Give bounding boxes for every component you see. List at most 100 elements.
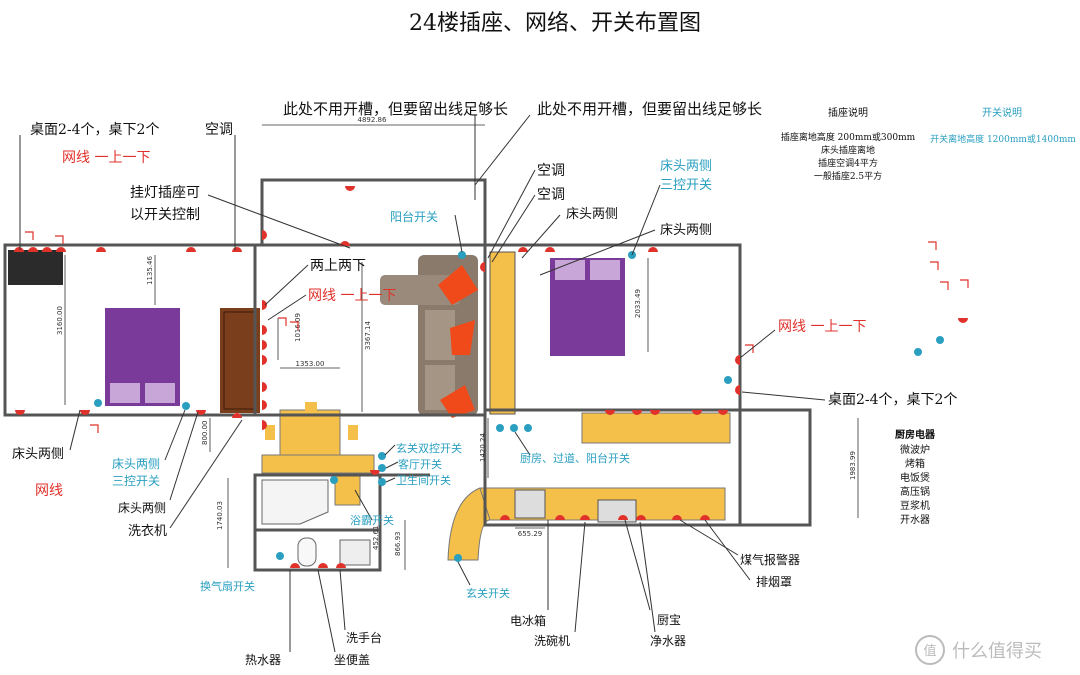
socket-marker: [672, 515, 682, 520]
switch-marker: [276, 552, 284, 560]
dining-chair: [265, 425, 275, 440]
kitchen-appliance-item: 豆浆机: [900, 499, 930, 512]
switch-marker: [378, 478, 386, 486]
kitchen-counter-top: [581, 412, 731, 444]
label-bath-heater-switch: 浴霸开关: [350, 513, 394, 527]
socket-marker: [42, 247, 52, 252]
socket-marker: [56, 247, 66, 252]
socket-marker: [15, 410, 25, 415]
sofa-pillow: [440, 385, 475, 418]
switch-marker: [94, 399, 102, 407]
switch-marker: [510, 424, 518, 432]
kitchen-appliance-item: 微波炉: [900, 443, 930, 456]
socket-marker: [580, 515, 590, 520]
label-lamp-switch-1: 挂灯插座可: [130, 185, 200, 201]
socket-marker: [735, 385, 740, 395]
switch-notes-line: 开关离地高度 1200mm或1400mm: [930, 133, 1076, 145]
network-icon: [25, 231, 34, 240]
network-icon: [960, 279, 969, 288]
labels: 此处不用开槽，但要留出线足够长 此处不用开槽，但要留出线足够长 桌面2-4个，桌…: [12, 100, 957, 667]
socket-marker: [196, 410, 206, 415]
dim-label: 1740.03: [216, 501, 224, 530]
socket-marker: [718, 410, 728, 415]
watermark-logo-icon: [915, 635, 945, 665]
network-icon: [290, 321, 299, 330]
label-aircon-1: 空调: [205, 122, 233, 138]
network-icon: [90, 424, 99, 433]
switch-marker: [496, 424, 504, 432]
label-sink: 洗手台: [346, 630, 382, 645]
bed-left-pillow: [110, 383, 140, 403]
label-two-up-down: 两上两下: [310, 258, 366, 274]
socket-marker: [14, 247, 24, 252]
label-washer: 洗衣机: [128, 523, 167, 539]
dim-label: 1420.24: [479, 433, 487, 462]
label-desk-right: 桌面2-4个，桌下2个: [828, 392, 957, 408]
socket-marker: [262, 355, 267, 365]
label-bedside-l1: 床头两侧: [12, 447, 64, 462]
network-icon: [930, 261, 939, 270]
sofa-pillow: [450, 320, 475, 355]
label-balcony-switch: 阳台开关: [390, 209, 438, 224]
socket-marker: [636, 515, 646, 520]
switch-notes-heading: 开关说明: [982, 106, 1022, 119]
label-entry-switch: 玄关开关: [466, 586, 510, 600]
leader-lines: [19, 114, 826, 653]
socket-marker: [500, 515, 510, 520]
kitchen-appliance-item: 烤箱: [905, 457, 925, 470]
label-bedside-r1: 床头两侧: [566, 207, 618, 222]
socket-marker: [262, 325, 267, 335]
dim-label: 3367.14: [364, 321, 372, 350]
socket-marker: [345, 186, 355, 191]
watermark-text: 什么值得买: [952, 641, 1042, 662]
label-bedside-triple-l-1: 床头两侧: [112, 457, 160, 471]
label-net-mid: 网线 一上一下: [308, 288, 396, 304]
dim-label: 1135.46: [146, 256, 154, 285]
dim-label: 3160.00: [56, 306, 64, 335]
socket-marker: [958, 318, 968, 323]
label-desk-left: 桌面2-4个，桌下2个: [30, 122, 159, 138]
socket-marker: [480, 262, 485, 272]
socket-marker: [186, 247, 196, 252]
socket-marker: [290, 563, 300, 568]
dim-label: 800.00: [201, 421, 209, 446]
label-lamp-switch-2: 以开关控制: [130, 207, 200, 223]
socket-notes-line: 插座空调4平方: [818, 157, 878, 169]
switch-marker: [330, 476, 338, 484]
switch-notes: 开关说明 开关离地高度 1200mm或1400mm: [930, 106, 1076, 145]
shower: [261, 479, 329, 525]
network-icon: [278, 317, 287, 326]
socket-notes-line: 插座离地高度 200mm或300mm: [781, 131, 916, 143]
dishwasher-box: [514, 489, 546, 519]
label-entry-dual-switch: 玄关双控开关: [396, 441, 462, 455]
socket-marker: [262, 420, 267, 430]
kitchen-appliance-item: 高压锅: [900, 485, 930, 498]
bath-cabinet: [334, 474, 361, 506]
wash-basin: [339, 539, 371, 566]
socket-marker: [700, 515, 710, 520]
wall-balcony: [260, 178, 487, 245]
socket-notes-line: 床头插座离地: [821, 144, 875, 156]
label-living-switch: 客厅开关: [398, 457, 442, 471]
dim-label: 4892.86: [358, 116, 387, 124]
network-icon: [928, 241, 937, 250]
socket-marker: [262, 340, 267, 350]
socket-marker: [692, 410, 702, 415]
dim-label: 655.29: [518, 530, 543, 538]
socket-marker: [318, 563, 328, 568]
dim-label: 1983.99: [849, 451, 857, 480]
socket-marker: [555, 515, 565, 520]
switch-marker: [458, 251, 466, 259]
switch-marker: [182, 402, 190, 410]
socket-notes-line: 一般插座2.5平方: [814, 170, 882, 182]
switches: [94, 251, 944, 562]
bed-right-pillow: [555, 260, 585, 280]
wall-kitchen-balcony: [738, 408, 812, 527]
sofa-arm: [380, 275, 460, 305]
wall-bathroom: [253, 473, 382, 572]
network-symbols: [25, 231, 969, 433]
label-kitchen-switch: 厨房、过道、阳台开关: [520, 451, 630, 465]
socket-marker: [262, 230, 267, 240]
socket-marker: [735, 355, 740, 365]
socket-marker: [605, 410, 615, 415]
